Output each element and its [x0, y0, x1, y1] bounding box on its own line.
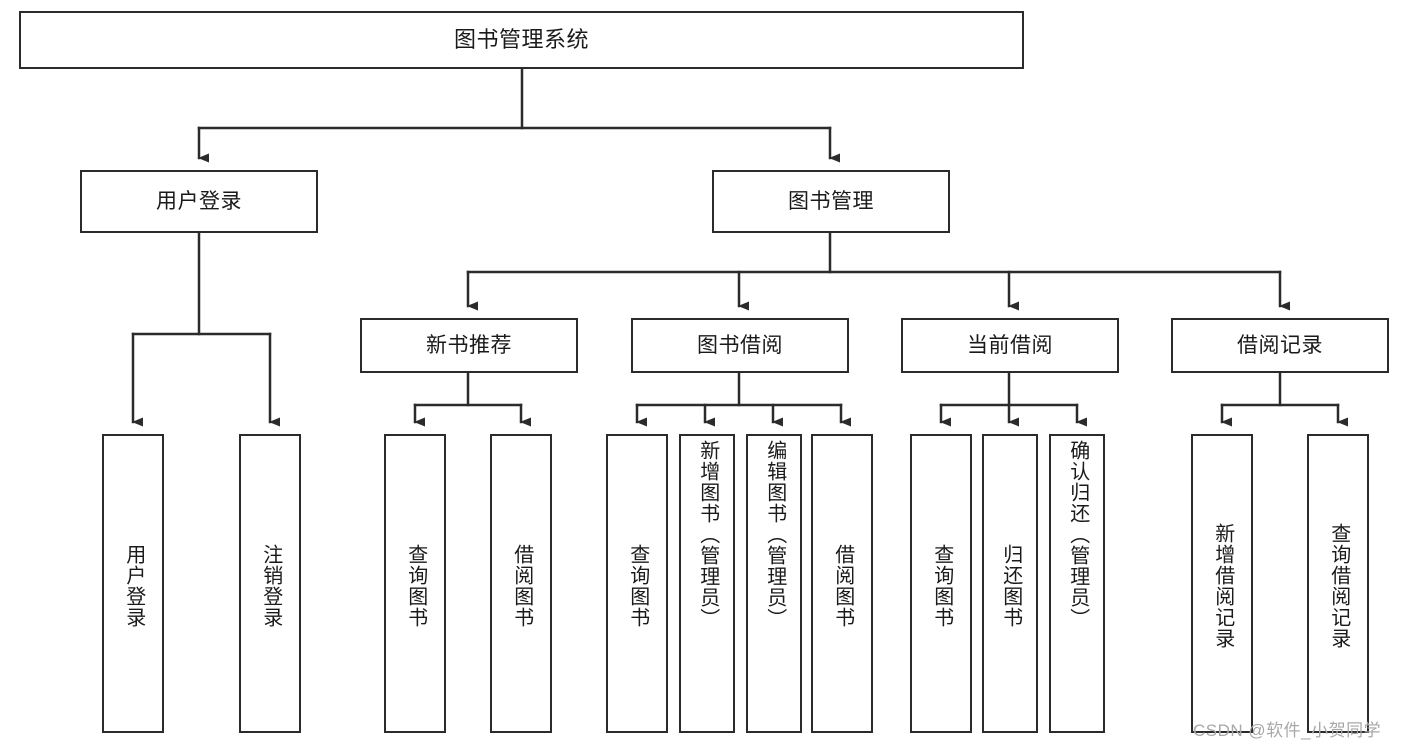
- leaf-br-query-record[interactable]: 查询借阅记录: [1307, 434, 1369, 733]
- leaf-nbr-query-book[interactable]: 查询图书: [384, 434, 446, 733]
- node-user-login[interactable]: 用户登录: [80, 170, 318, 233]
- leaf-cb-return-book-label: 归还图书: [999, 543, 1022, 628]
- leaf-bb-edit-book-admin[interactable]: 编辑图书（管理员）: [746, 434, 802, 733]
- leaf-logout[interactable]: 注销登录: [239, 434, 301, 733]
- leaf-bb-query-book-label: 查询图书: [626, 543, 649, 628]
- leaf-br-add-record[interactable]: 新增借阅记录: [1191, 434, 1253, 733]
- node-book-borrow[interactable]: 图书借阅: [631, 318, 849, 373]
- node-root-label: 图书管理系统: [453, 27, 589, 52]
- leaf-nbr-borrow-book-label: 借阅图书: [510, 543, 533, 628]
- leaf-nbr-query-book-label: 查询图书: [404, 543, 427, 628]
- leaf-bb-query-book[interactable]: 查询图书: [606, 434, 668, 733]
- leaf-cb-confirm-return-admin-label: 确认归还（管理员）: [1066, 440, 1089, 629]
- node-current-borrow-label: 当前借阅: [967, 334, 1053, 357]
- leaf-user-login-label: 用户登录: [122, 543, 145, 628]
- leaf-cb-query-book[interactable]: 查询图书: [910, 434, 972, 733]
- leaf-bb-edit-book-admin-label: 编辑图书（管理员）: [763, 440, 786, 629]
- leaf-cb-query-book-label: 查询图书: [930, 543, 953, 628]
- node-user-login-label: 用户登录: [156, 190, 242, 213]
- leaf-logout-label: 注销登录: [259, 543, 282, 628]
- leaf-nbr-borrow-book[interactable]: 借阅图书: [490, 434, 552, 733]
- leaf-br-add-record-label: 新增借阅记录: [1211, 522, 1234, 649]
- leaf-user-login[interactable]: 用户登录: [102, 434, 164, 733]
- node-borrow-record-label: 借阅记录: [1237, 334, 1323, 357]
- leaf-bb-borrow-book-label: 借阅图书: [831, 543, 854, 628]
- node-book-management[interactable]: 图书管理: [712, 170, 950, 233]
- node-new-book-recommend[interactable]: 新书推荐: [360, 318, 578, 373]
- leaf-bb-add-book-admin[interactable]: 新增图书（管理员）: [679, 434, 735, 733]
- node-borrow-record[interactable]: 借阅记录: [1171, 318, 1389, 373]
- leaf-cb-confirm-return-admin[interactable]: 确认归还（管理员）: [1049, 434, 1105, 733]
- leaf-br-query-record-label: 查询借阅记录: [1327, 522, 1350, 649]
- node-current-borrow[interactable]: 当前借阅: [901, 318, 1119, 373]
- node-new-book-recommend-label: 新书推荐: [426, 334, 512, 357]
- leaf-cb-return-book[interactable]: 归还图书: [982, 434, 1038, 733]
- node-root-book-management-system[interactable]: 图书管理系统: [19, 11, 1024, 69]
- node-book-management-label: 图书管理: [788, 190, 874, 213]
- leaf-bb-borrow-book[interactable]: 借阅图书: [811, 434, 873, 733]
- leaf-bb-add-book-admin-label: 新增图书（管理员）: [696, 440, 719, 629]
- node-book-borrow-label: 图书借阅: [697, 334, 783, 357]
